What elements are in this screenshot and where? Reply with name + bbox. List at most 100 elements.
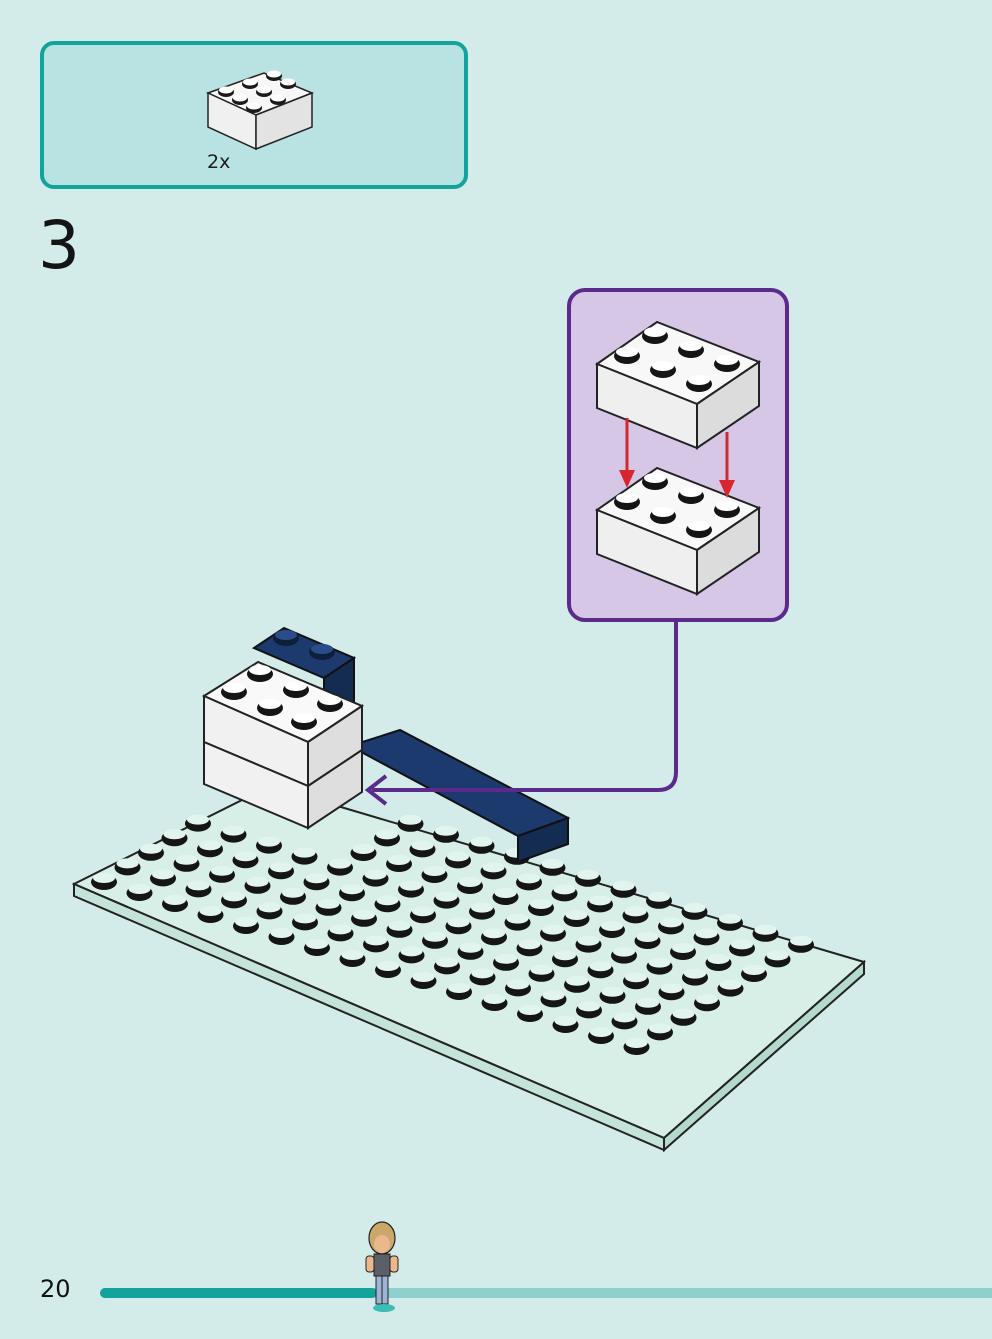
baseplate-stud-top xyxy=(388,920,411,931)
baseplate-stud-top xyxy=(530,964,553,975)
baseplate-stud-top xyxy=(282,887,304,898)
baseplate-stud-top xyxy=(566,975,588,986)
baseplate-stud-top xyxy=(470,836,493,847)
baseplate-stud-top xyxy=(625,1038,648,1048)
baseplate-stud-top xyxy=(613,1012,636,1023)
baseplate-stud-top xyxy=(471,968,494,979)
baseplate-stud-top xyxy=(294,913,316,924)
baseplate-stud-top xyxy=(649,1023,671,1034)
baseplate-stud-top xyxy=(696,994,718,1005)
baseplate-stud-top xyxy=(175,854,198,865)
baseplate-stud-top xyxy=(270,862,292,873)
baseplate-stud-top xyxy=(494,888,517,898)
baseplate-stud-top xyxy=(187,880,210,891)
baseplate-stud-top xyxy=(435,891,458,902)
baseplate-stud-top xyxy=(589,961,612,972)
baseplate-stud-top xyxy=(766,950,789,961)
baseplate-stud-top xyxy=(116,858,139,869)
baseplate-stud-top xyxy=(565,910,588,920)
baseplate-stud-top xyxy=(199,840,221,851)
baseplate-stud-top xyxy=(471,902,493,913)
baseplate-stud-top xyxy=(518,939,541,950)
baseplate-stud-top xyxy=(648,957,671,968)
baseplate-stud-top xyxy=(246,876,269,887)
baseplate-stud-top xyxy=(376,895,399,906)
baseplate-stud-top xyxy=(223,891,245,902)
baseplate-stud-top xyxy=(483,994,506,1004)
baseplate-stud-top xyxy=(530,899,552,909)
baseplate-stud-top xyxy=(695,928,718,939)
baseplate-stud-top xyxy=(459,942,482,953)
down-arrow-icon xyxy=(619,418,735,498)
baseplate-stud-top xyxy=(412,972,435,982)
baseplate-stud-top xyxy=(519,1005,541,1015)
baseplate-stud-top xyxy=(222,825,245,836)
white-brick-stack xyxy=(201,660,365,830)
baseplate-stud-top xyxy=(719,913,741,924)
baseplate-stud-top xyxy=(163,829,186,840)
baseplate-stud-top xyxy=(234,851,257,862)
baseplate-stud-top xyxy=(577,935,600,946)
baseplate-stud-top xyxy=(672,1008,695,1019)
baseplate-stud-top xyxy=(341,884,363,895)
baseplate-stud-top xyxy=(436,957,458,968)
baseplate-stud-top xyxy=(754,924,777,935)
baseplate-stud-top xyxy=(411,840,434,851)
baseplate-stud-top xyxy=(483,928,505,939)
baseplate-stud-top xyxy=(364,869,387,880)
baseplate-stud-top xyxy=(577,869,599,880)
baseplate-stud-top xyxy=(258,902,281,913)
baseplate-stud-top xyxy=(554,1016,577,1026)
baseplate-stud-top xyxy=(482,862,505,873)
model-illustration xyxy=(71,626,867,1153)
baseplate-stud-top xyxy=(412,906,434,917)
baseplate-stud-top xyxy=(624,906,647,917)
baseplate-stud-top xyxy=(672,943,694,953)
baseplate-stud-top xyxy=(293,847,316,858)
baseplate-stud-top xyxy=(317,898,340,909)
baseplate-stud-top xyxy=(601,921,623,931)
baseplate-stud-top xyxy=(93,873,115,883)
detail-callout xyxy=(567,288,789,622)
baseplate-stud-top xyxy=(506,913,529,924)
baseplate-stud-top xyxy=(341,950,364,960)
baseplate-stud-top xyxy=(625,972,647,983)
baseplate-stud-top xyxy=(731,939,753,950)
baseplate-stud-top xyxy=(140,843,162,854)
baseplate-stud-top xyxy=(601,986,624,997)
baseplate-stud-top xyxy=(637,997,659,1008)
baseplate-stud-top xyxy=(400,880,422,891)
baseplate-stud-top xyxy=(388,855,410,865)
baseplate-stud-top xyxy=(707,954,730,964)
baseplate-studs xyxy=(91,814,814,1055)
baseplate-stud-top xyxy=(423,866,446,876)
baseplate-stud-top xyxy=(400,946,423,957)
baseplate-stud-top xyxy=(459,877,481,887)
baseplate-stud-top xyxy=(376,829,398,840)
baseplate-stud-top xyxy=(542,990,565,1001)
baseplate-stud-top xyxy=(187,814,209,825)
baseplate-stud-top xyxy=(128,884,151,894)
baseplate-stud-top xyxy=(683,902,706,913)
baseplate-stud-top xyxy=(152,869,174,880)
baseplate-stud-top xyxy=(306,939,328,949)
baseplate-stud-top xyxy=(329,924,352,935)
baseplate-stud-top xyxy=(719,979,742,990)
baseplate-stud-top xyxy=(305,873,328,884)
baseplate-stud-top xyxy=(648,891,670,902)
progress-bar-fill xyxy=(100,1288,377,1298)
baseplate-stud-top xyxy=(365,935,387,946)
baseplate-stud-top xyxy=(435,825,457,836)
baseplate-stud-top xyxy=(399,814,422,825)
baseplate-stud-top xyxy=(578,1001,600,1012)
minifigure-icon xyxy=(365,1221,399,1312)
baseplate-stud-top xyxy=(743,965,765,975)
brick-2x4-white-icon xyxy=(206,70,314,151)
baseplate-stud-top xyxy=(447,851,469,862)
baseplate-stud-top xyxy=(613,946,635,957)
baseplate-stud-top xyxy=(447,917,470,928)
baseplate-stud-top xyxy=(660,983,683,994)
baseplate-stud-top xyxy=(554,950,576,961)
baseplate-stud-top xyxy=(495,953,517,964)
baseplate-stud-top xyxy=(542,924,564,935)
